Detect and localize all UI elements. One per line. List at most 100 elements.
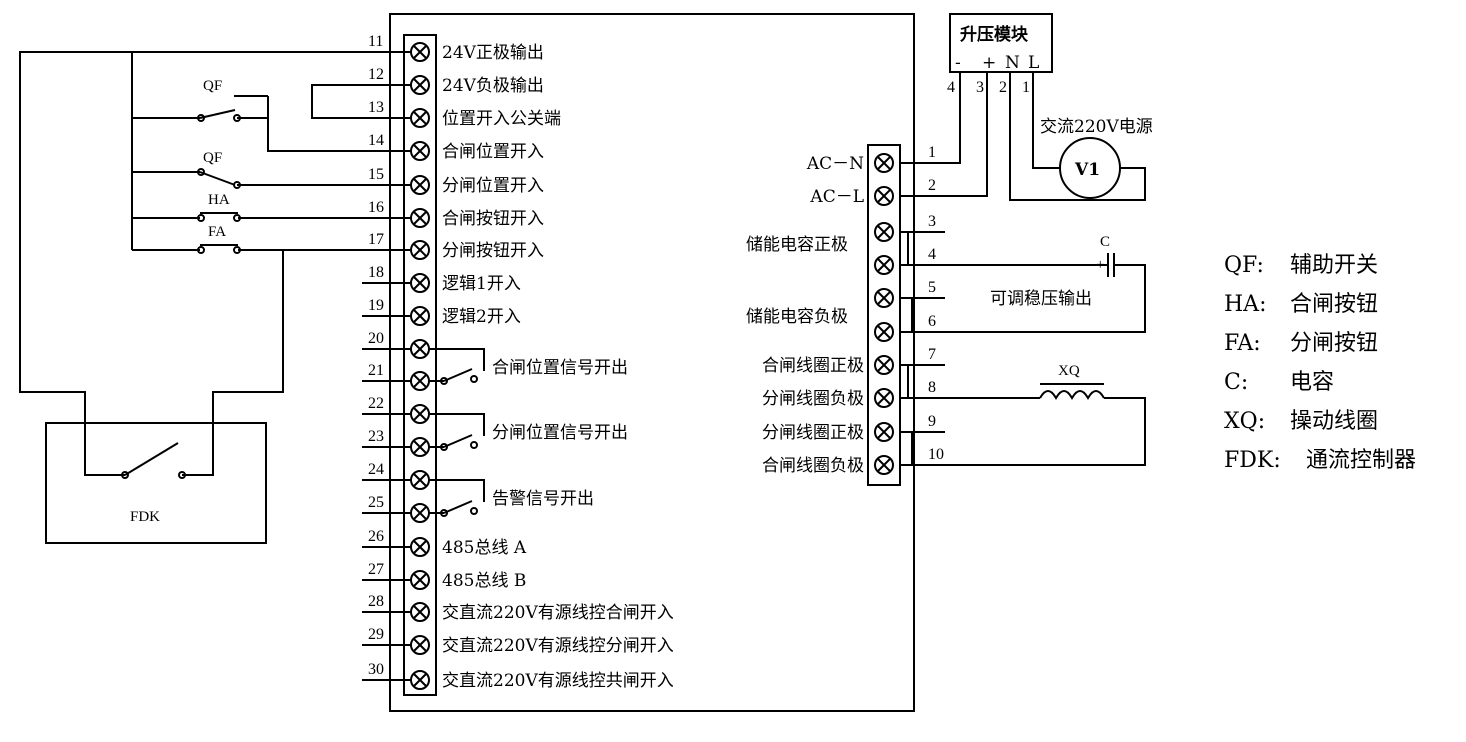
module-pin-label: L bbox=[1028, 53, 1039, 73]
v1-label: V1 bbox=[1074, 160, 1100, 180]
left-terminal-number: 30 bbox=[368, 661, 384, 678]
relay-output-3: 告警信号开出 bbox=[429, 479, 594, 517]
qf1-label: QF bbox=[203, 78, 222, 94]
right-terminal-4 bbox=[874, 255, 894, 275]
left-terminal-label: 位置开入公关端 bbox=[442, 109, 561, 129]
left-terminal-number: 28 bbox=[368, 593, 384, 610]
left-terminal-14 bbox=[410, 141, 430, 161]
module-pin-number: 3 bbox=[976, 79, 984, 96]
left-terminal-number: 21 bbox=[368, 362, 384, 379]
legend-desc: 电容 bbox=[1290, 370, 1334, 395]
left-terminal-number: 13 bbox=[368, 99, 384, 116]
left-terminal-number: 26 bbox=[368, 528, 384, 545]
right-terminal-number: 9 bbox=[928, 413, 936, 430]
left-terminal-label: 485总线 B bbox=[442, 571, 526, 591]
right-terminal-number: 10 bbox=[928, 446, 944, 463]
left-terminal-number: 12 bbox=[368, 66, 384, 83]
left-terminal-number: 16 bbox=[368, 199, 384, 216]
left-terminal-number: 25 bbox=[368, 494, 384, 511]
left-terminal-11 bbox=[410, 42, 430, 62]
module-pin-number: 4 bbox=[947, 79, 955, 96]
left-terminal-label: 逻辑2开入 bbox=[442, 307, 521, 327]
left-terminal-label: 交直流220V有源线控共闸开入 bbox=[442, 671, 674, 691]
qf2-label: QF bbox=[203, 150, 222, 166]
right-terminal-label: AC－N bbox=[806, 154, 864, 174]
left-terminal-number: 24 bbox=[368, 461, 384, 478]
module-pin-label: N bbox=[1005, 53, 1020, 73]
left-terminal-17 bbox=[410, 240, 430, 260]
right-terminal-number: 4 bbox=[928, 246, 936, 263]
left-terminal-15 bbox=[410, 175, 430, 195]
ha-label: HA bbox=[208, 192, 230, 208]
right-terminal-label: 合闸线圈正极 bbox=[762, 356, 864, 376]
right-terminal-2 bbox=[874, 186, 894, 206]
left-terminal-number: 27 bbox=[368, 561, 384, 578]
right-terminal-5 bbox=[874, 288, 894, 308]
right-terminal-number: 2 bbox=[928, 177, 936, 194]
right-terminal-6 bbox=[874, 322, 894, 342]
left-terminal-number: 11 bbox=[368, 33, 383, 50]
left-terminal-number: 23 bbox=[368, 428, 384, 445]
right-terminal-number: 8 bbox=[928, 379, 936, 396]
switch-contacts bbox=[197, 114, 241, 254]
right-terminal-number: 5 bbox=[928, 279, 936, 296]
left-terminal-18 bbox=[410, 273, 430, 293]
right-terminal-9 bbox=[874, 422, 894, 442]
left-external-wiring bbox=[19, 51, 404, 476]
relay-output-label: 分闸位置信号开出 bbox=[492, 423, 628, 443]
capacitor-label: C bbox=[1100, 234, 1110, 250]
legend-code: QF: bbox=[1224, 253, 1264, 278]
left-terminal-24 bbox=[410, 470, 430, 490]
left-terminal-25 bbox=[410, 503, 430, 523]
module-pin-label: - bbox=[955, 53, 961, 73]
boost-module-title: 升压模块 bbox=[960, 24, 1029, 45]
fdk-label: FDK bbox=[130, 509, 160, 525]
right-terminal-10 bbox=[874, 455, 894, 475]
left-terminal-label: 合闸位置开入 bbox=[442, 142, 544, 162]
left-terminal-23 bbox=[410, 437, 430, 457]
left-terminal-12 bbox=[410, 75, 430, 95]
right-terminal-label: AC－L bbox=[809, 187, 864, 207]
right-terminal-3 bbox=[874, 222, 894, 242]
right-terminal-7 bbox=[874, 355, 894, 375]
legend-desc: 分闸按钮 bbox=[1290, 331, 1378, 356]
right-terminal-8 bbox=[874, 388, 894, 408]
left-terminal-label: 交直流220V有源线控合闸开入 bbox=[442, 603, 674, 623]
legend-code: FDK: bbox=[1224, 448, 1281, 473]
left-terminal-label: 24V负极输出 bbox=[442, 76, 544, 96]
right-terminal-number: 7 bbox=[928, 346, 936, 363]
cap-plus: + bbox=[1096, 257, 1104, 273]
left-terminal-number: 20 bbox=[368, 330, 384, 347]
right-external-wiring bbox=[900, 72, 1146, 466]
left-terminal-20 bbox=[410, 339, 430, 359]
module-pin-number: 1 bbox=[1022, 79, 1030, 96]
left-terminal-label: 分闸位置开入 bbox=[442, 176, 544, 196]
coil-label: XQ bbox=[1058, 363, 1080, 379]
relay-output-label: 告警信号开出 bbox=[492, 489, 594, 509]
left-terminal-number: 29 bbox=[368, 626, 384, 643]
module-pin-number: 2 bbox=[999, 79, 1007, 96]
left-terminal-number: 18 bbox=[368, 264, 384, 281]
left-terminal-number: 14 bbox=[368, 132, 384, 149]
left-terminal-strip bbox=[403, 34, 437, 696]
left-terminal-29 bbox=[410, 635, 430, 655]
relay-output-label: 合闸位置信号开出 bbox=[492, 358, 628, 378]
right-terminal-1 bbox=[874, 153, 894, 173]
legend-code: HA: bbox=[1224, 292, 1267, 317]
left-terminal-number: 19 bbox=[368, 297, 384, 314]
fdk-box bbox=[45, 422, 267, 544]
legend-code: XQ: bbox=[1224, 409, 1265, 434]
right-terminal-label: 分闸线圈正极 bbox=[762, 423, 864, 443]
right-terminal-number: 3 bbox=[928, 213, 936, 230]
right-terminal-number: 1 bbox=[928, 144, 936, 161]
relay-output-2: 分闸位置信号开出 bbox=[429, 413, 628, 451]
right-terminal-strip bbox=[867, 144, 901, 486]
fdk-switch bbox=[121, 442, 186, 479]
right-terminal-label: 分闸线圈负极 bbox=[762, 389, 864, 409]
left-terminal-number: 22 bbox=[368, 395, 384, 412]
right-terminal-number: 6 bbox=[928, 313, 936, 330]
cap-neg-label: 储能电容负极 bbox=[746, 307, 848, 327]
left-terminal-label: 485总线 A bbox=[442, 538, 527, 558]
left-terminal-label: 逻辑1开入 bbox=[442, 274, 521, 294]
